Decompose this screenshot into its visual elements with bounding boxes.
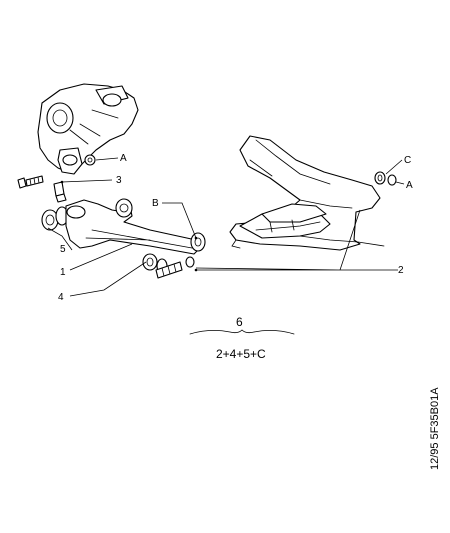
subframe [229,135,385,251]
callout-a-top: A [120,153,127,164]
bushing-5 [41,206,69,231]
bolt-3 [17,175,44,189]
washer-nut-a [84,154,96,166]
callout-b: B [152,198,159,209]
kit-formula: 2+4+5+C [216,347,266,361]
kit-number: 6 [236,315,243,329]
bushing-bolt-4 [142,253,195,279]
callout-5: 5 [60,244,66,255]
steering-knuckle [37,83,139,175]
callout-4: 4 [58,292,64,303]
callout-3: 3 [116,175,122,186]
washer-c-a [374,171,397,186]
lower-control-arm [65,198,206,255]
callout-2: 2 [398,265,404,276]
reference-code: 12/95 5F35B01A [429,387,441,470]
ball-joint-stud [53,181,67,203]
kit-brace: 6 2+4+5+C [189,315,295,361]
callout-c: C [404,155,411,166]
callout-1: 1 [60,267,66,278]
leader-lines [47,157,405,297]
callout-a-right: A [406,180,413,191]
